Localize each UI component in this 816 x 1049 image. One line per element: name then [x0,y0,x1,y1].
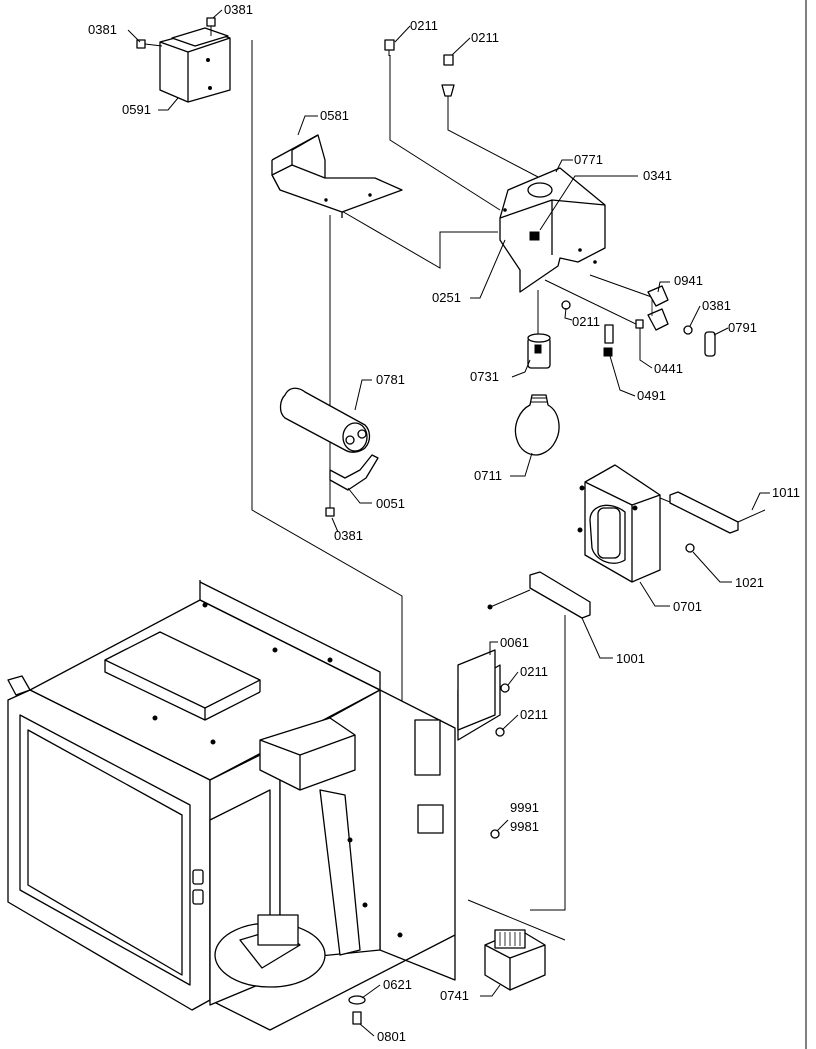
label-0051: 0051 [376,496,405,511]
label-0381-b: 0381 [224,2,253,17]
label-1011: 1011 [772,485,800,500]
leader-lines [127,9,770,1037]
label-0381-a: 0381 [88,22,117,37]
screw-0211-a [384,39,395,56]
fuse-0791 [704,331,716,357]
label-0251: 0251 [432,290,461,305]
label-0771: 0771 [574,152,603,167]
label-0441: 0441 [654,361,683,376]
terminal-block-0741 [484,929,546,991]
switch-0941 [647,285,669,331]
label-0211-e: 0211 [520,707,548,722]
screw-0211-b [441,54,455,97]
label-9991: 9991 [510,800,539,815]
bracket-0581 [271,134,403,218]
label-0381-c: 0381 [702,298,731,313]
label-0341: 0341 [643,168,672,183]
lamp-socket-0731 [527,333,551,369]
screw-0211-c [561,300,571,310]
label-0381-d: 0381 [334,528,363,543]
washer-0621 [348,995,366,1005]
screw-0381-c [683,325,693,335]
label-0591: 0591 [122,102,151,117]
label-0581: 0581 [320,108,349,123]
capacitor-0781 [279,387,371,453]
label-0701: 0701 [673,599,702,614]
plate-0061 [457,649,496,731]
label-0211-b: 0211 [471,30,499,45]
label-9981: 9981 [510,819,539,834]
bracket-0591 [159,27,231,103]
screw-0801 [352,1011,362,1025]
label-0061: 0061 [500,635,529,650]
transformer-0701 [577,464,661,583]
label-0211-d: 0211 [520,664,548,679]
mounting-bracket-1011 [669,491,766,534]
label-0211-c: 0211 [572,314,600,329]
lamp-bracket-0771 [499,167,606,293]
screw-0381-d [325,507,335,517]
base-plate-1001 [487,571,591,619]
label-0711: 0711 [474,468,502,483]
part-9991 [490,829,500,839]
label-1021: 1021 [735,575,764,590]
part-0491 [603,324,614,357]
cabinet-chassis [7,580,501,1031]
screw-0381-a [136,39,163,49]
screw-0381-b [206,17,216,36]
label-0211-a: 0211 [410,18,438,33]
label-0781: 0781 [376,372,405,387]
label-1001: 1001 [616,651,645,666]
capacitor-strap-0051 [329,454,379,491]
nut-1021 [685,543,695,553]
label-0791: 0791 [728,320,757,335]
label-0731: 0731 [470,369,499,384]
label-0801: 0801 [377,1029,406,1044]
screw-0211-d [500,683,510,693]
label-0491: 0491 [637,388,666,403]
label-0621: 0621 [383,977,412,992]
part-labels: 0381 0381 0591 0211 0211 0581 0771 0341 … [88,2,800,1044]
label-0941: 0941 [674,273,703,288]
label-0741: 0741 [440,988,469,1003]
part-0441 [635,319,644,329]
lamp-bulb-0711 [514,394,560,456]
